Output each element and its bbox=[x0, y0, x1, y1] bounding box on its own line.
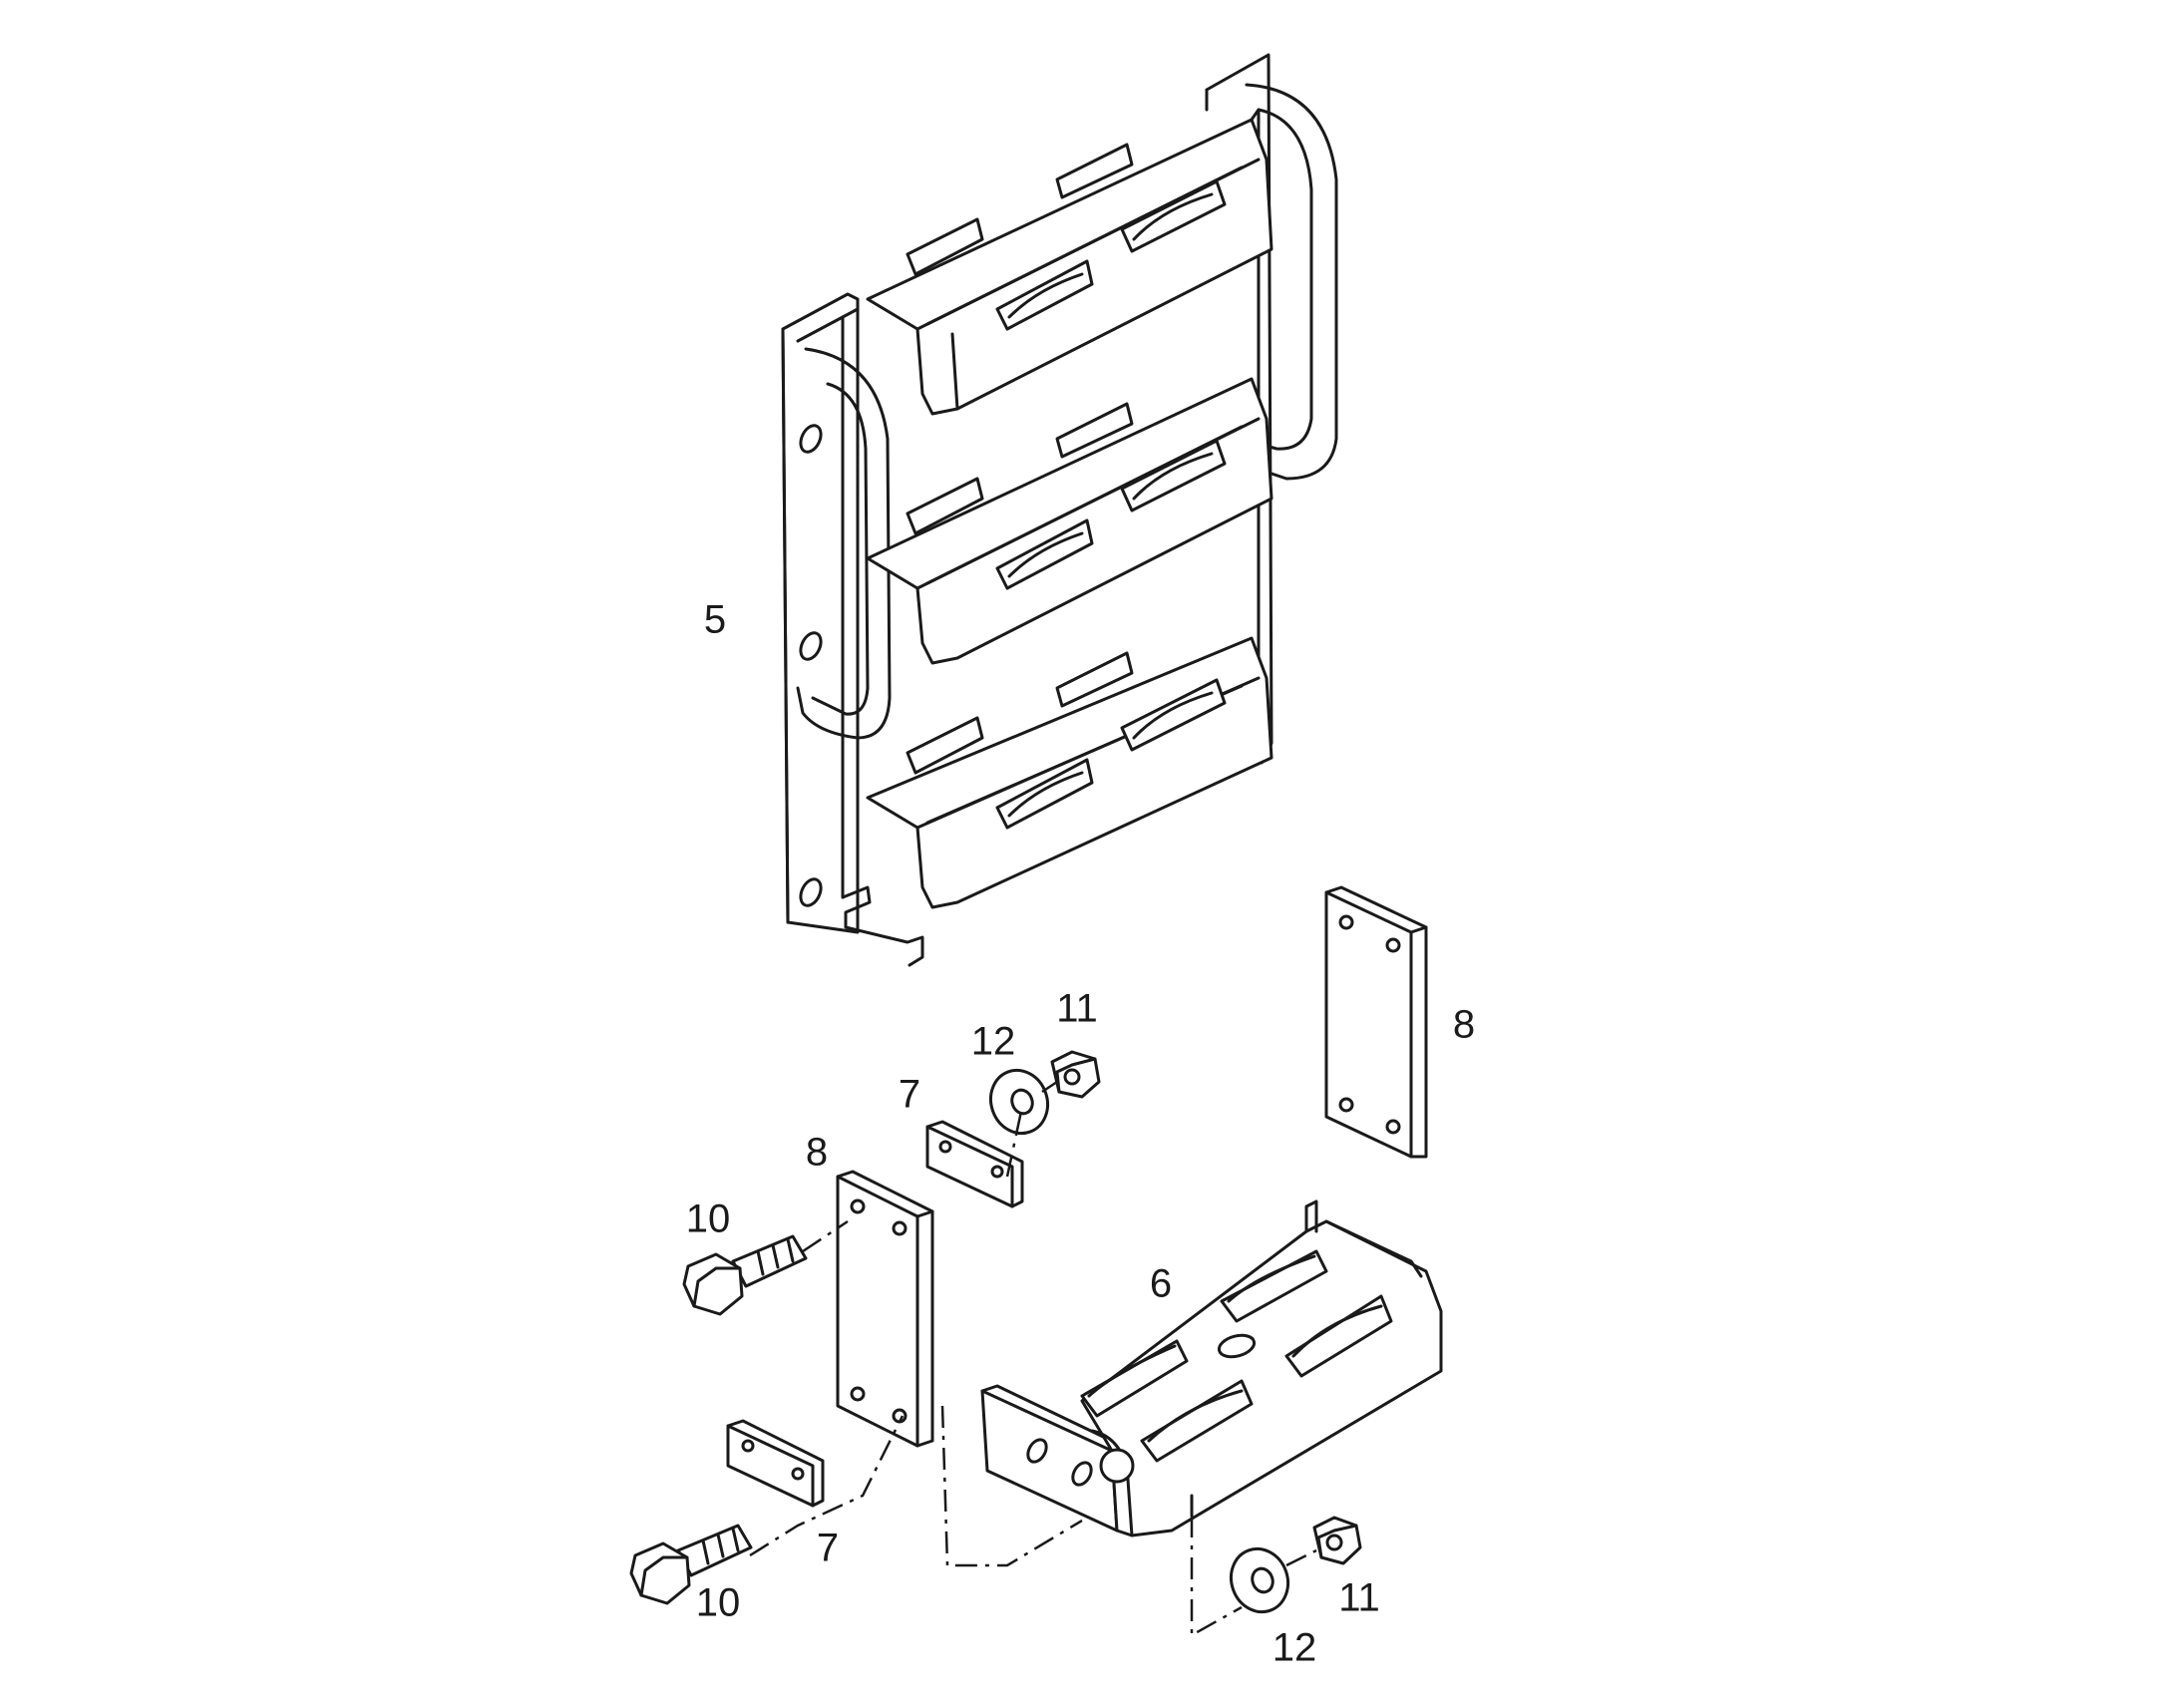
callout-11-upper: 11 bbox=[1056, 987, 1098, 1031]
step-tread-bottom bbox=[866, 636, 1273, 909]
step-tread-middle bbox=[866, 377, 1273, 665]
callout-7-upper: 7 bbox=[899, 1073, 920, 1117]
callouts: 5 8 11 12 7 8 10 6 7 10 11 12 bbox=[686, 598, 1475, 1670]
plate-left bbox=[836, 1170, 934, 1448]
callout-11-lower: 11 bbox=[1338, 1576, 1380, 1620]
nut-lower bbox=[1312, 1516, 1362, 1565]
callout-5: 5 bbox=[704, 598, 726, 642]
step-tread-bracket bbox=[980, 1199, 1443, 1537]
left-handle bbox=[796, 347, 892, 740]
strip-upper bbox=[925, 1120, 1024, 1208]
washer-lower bbox=[1230, 1546, 1289, 1614]
callout-8-left: 8 bbox=[806, 1131, 828, 1175]
right-handle bbox=[1245, 83, 1338, 481]
washer-upper bbox=[989, 1068, 1049, 1136]
callout-8-upper-right: 8 bbox=[1453, 1003, 1475, 1047]
nut-upper bbox=[1050, 1050, 1101, 1099]
step-ladder-assembly bbox=[781, 53, 1338, 967]
strip-lower bbox=[726, 1419, 825, 1508]
assembly-lines bbox=[749, 1080, 1317, 1638]
plate-upper-right bbox=[1324, 885, 1428, 1159]
step-tread-top bbox=[866, 118, 1273, 416]
callout-12-lower: 12 bbox=[1272, 1626, 1317, 1670]
callout-7-lower: 7 bbox=[817, 1527, 839, 1570]
callout-6: 6 bbox=[1150, 1262, 1172, 1306]
bolt-upper bbox=[682, 1234, 808, 1316]
callout-12-upper: 12 bbox=[971, 1020, 1016, 1064]
callout-10-lower: 10 bbox=[696, 1581, 741, 1625]
callout-10-upper: 10 bbox=[686, 1197, 731, 1241]
bolt-lower bbox=[629, 1524, 753, 1605]
left-side-rail bbox=[781, 292, 924, 967]
